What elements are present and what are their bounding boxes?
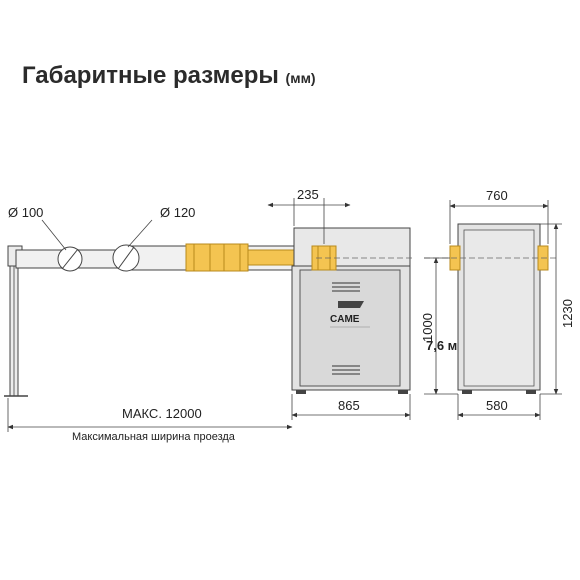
boom-coupling [185, 243, 249, 272]
pivot-hub [311, 245, 337, 271]
brand-logo: CAME [330, 314, 360, 325]
label-1230: 1230 [560, 299, 575, 328]
dim-235: 235 [267, 187, 351, 244]
barrier-cabinet [293, 227, 411, 267]
label-1000: 1000 [420, 313, 435, 342]
page-title: Габаритные размеры (мм) [22, 62, 316, 90]
dim-760: 760 [449, 188, 549, 244]
dim-580: 580 [457, 394, 541, 420]
dim-1000: 1000 [420, 257, 458, 395]
title-unit: (мм) [285, 70, 316, 86]
label-beam-height: 7,6 м [426, 338, 457, 353]
label-580: 580 [486, 398, 508, 413]
barrier-side-view: CAME [4, 219, 414, 397]
dim-1230: 1230 [540, 223, 575, 395]
title-text: Габаритные размеры [22, 62, 279, 89]
label-max-span-caption: Максимальная ширина проезда [72, 431, 236, 443]
barrier-front-view [424, 223, 556, 394]
label-d120: Ø 120 [160, 205, 195, 220]
dim-865: 865 [291, 394, 411, 420]
came-logo-mark [338, 301, 364, 308]
label-max-span: МАКС. 12000 [122, 406, 202, 421]
label-d100: Ø 100 [8, 205, 43, 220]
label-235: 235 [297, 187, 319, 202]
label-865: 865 [338, 398, 360, 413]
dim-max-span: МАКС. 12000 Максимальная ширина проезда [7, 398, 293, 443]
cabinet-door [299, 269, 401, 387]
label-760: 760 [486, 188, 508, 203]
